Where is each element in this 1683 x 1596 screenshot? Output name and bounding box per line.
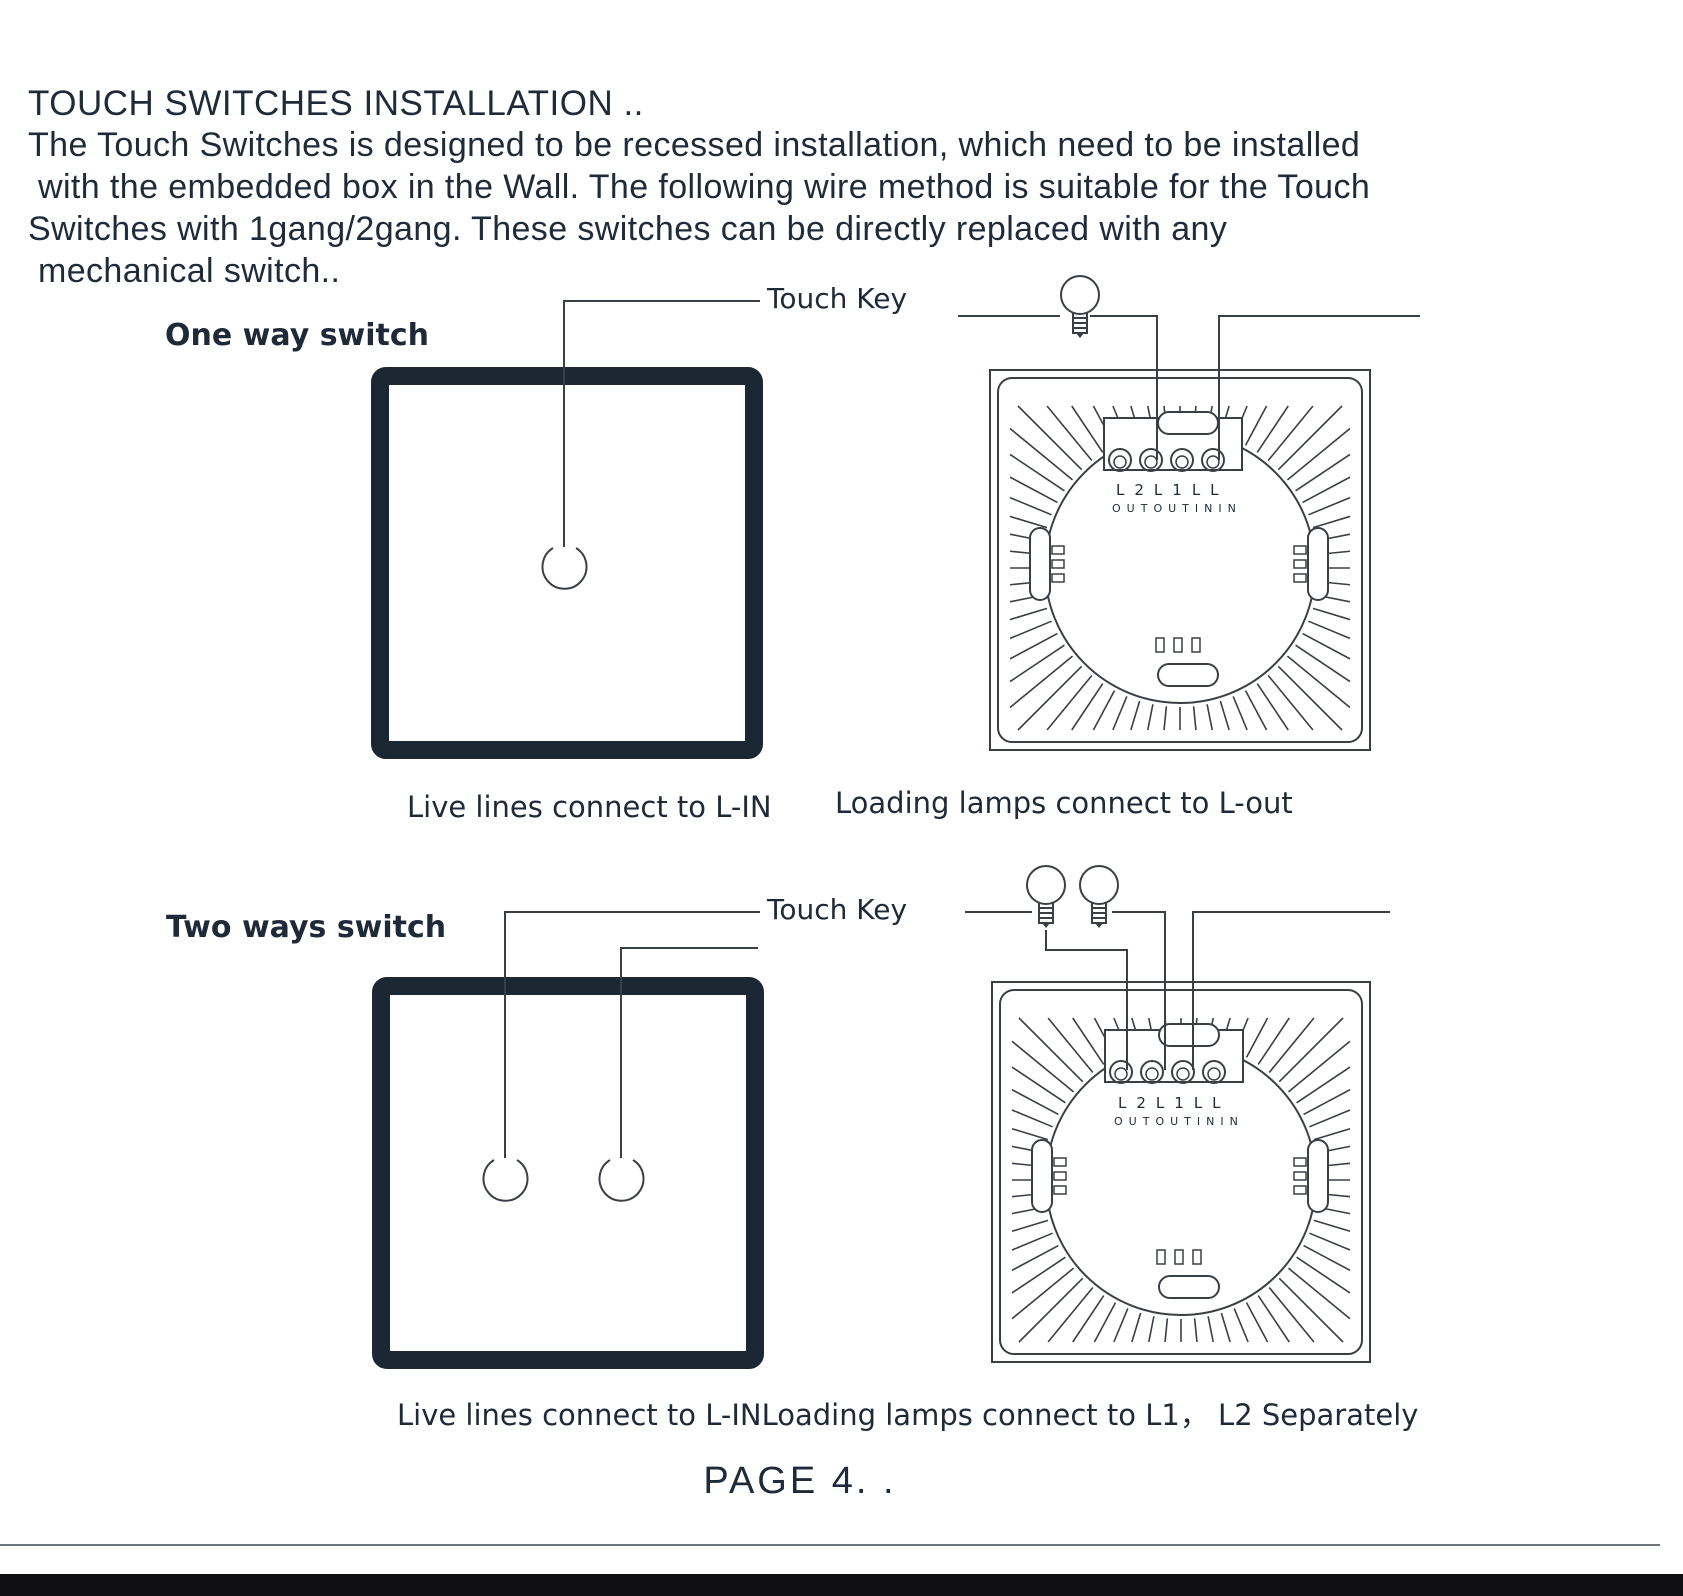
clip-tooth bbox=[1293, 545, 1307, 555]
two-way-terminal-labels: L2L1LL bbox=[1118, 1094, 1231, 1112]
two-way-touch-key-label: Touch Key bbox=[767, 893, 908, 926]
terminal-label: L1 bbox=[1153, 481, 1192, 499]
mount-slot-right bbox=[1307, 527, 1329, 601]
clip-tooth bbox=[1053, 1171, 1067, 1181]
clip-tooth bbox=[1051, 559, 1065, 569]
one-way-caption-left: Live lines connect to L-IN bbox=[407, 790, 772, 824]
terminal-sublabel: IN bbox=[1218, 502, 1242, 515]
terminal-label: L2 bbox=[1116, 481, 1154, 499]
terminal-screw-inner-icon bbox=[1206, 455, 1220, 469]
terminal-screw-icon bbox=[1109, 1060, 1133, 1084]
intro-paragraph: The Touch Switches is designed to be rec… bbox=[28, 124, 1370, 292]
terminal-screw-icon bbox=[1139, 448, 1163, 472]
lamp-icon bbox=[1079, 865, 1119, 928]
terminal-label: L bbox=[1191, 481, 1211, 499]
two-way-title: Two ways switch bbox=[166, 910, 447, 945]
terminal-label: L2 bbox=[1118, 1094, 1156, 1112]
clip-tooth bbox=[1053, 1185, 1067, 1195]
plate-outer-frame bbox=[991, 981, 1371, 1363]
paragraph-line: Switches with 1gang/2gang. These switche… bbox=[28, 210, 1228, 248]
clip-tooth bbox=[1174, 1249, 1184, 1265]
wire bbox=[1112, 911, 1166, 1070]
terminal-sublabel: IN bbox=[1196, 1115, 1221, 1128]
terminal-screw-inner-icon bbox=[1113, 455, 1127, 469]
terminal-screw-inner-icon bbox=[1176, 1067, 1190, 1081]
one-way-terminal-sublabels: OUTOUTININ bbox=[1112, 502, 1242, 515]
plate-inner-frame bbox=[997, 377, 1363, 743]
wire bbox=[1192, 911, 1390, 1070]
clip-tooth bbox=[1173, 637, 1183, 653]
terminal-sublabel: OUT bbox=[1112, 502, 1154, 515]
mount-slot-left bbox=[1029, 527, 1051, 601]
two-way-terminal-sublabels: OUTOUTININ bbox=[1114, 1115, 1244, 1128]
one-way-touch-key-label: Touch Key bbox=[767, 282, 908, 315]
plate-inner-frame bbox=[999, 989, 1363, 1355]
mount-slot-left bbox=[1031, 1139, 1053, 1213]
terminal-screw-inner-icon bbox=[1207, 1067, 1221, 1081]
terminal-screw-icon bbox=[1108, 448, 1132, 472]
clip-tooth bbox=[1293, 1157, 1307, 1167]
clip-tooth bbox=[1191, 637, 1201, 653]
one-way-title: One way switch bbox=[165, 318, 430, 353]
page-bottom-rule bbox=[0, 1544, 1660, 1546]
two-way-caption: Live lines connect to L-INLoading lamps … bbox=[397, 1398, 1419, 1432]
terminal-sublabel: OUT bbox=[1114, 1115, 1156, 1128]
terminal-screw-inner-icon bbox=[1175, 455, 1189, 469]
terminal-label: L bbox=[1193, 1094, 1213, 1112]
plate-center-opening bbox=[1045, 1044, 1317, 1316]
clip-tooth bbox=[1053, 1157, 1067, 1167]
mount-slot-bottom bbox=[1157, 663, 1219, 687]
terminal-sublabel: IN bbox=[1194, 502, 1219, 515]
clip-tooth bbox=[1051, 573, 1065, 583]
one-way-terminal-labels: L2L1LL bbox=[1116, 481, 1229, 499]
wire bbox=[1218, 315, 1420, 460]
paragraph-line: mechanical switch.. bbox=[38, 252, 341, 290]
terminal-screw-icon bbox=[1201, 448, 1225, 472]
clip-tooth bbox=[1155, 637, 1165, 653]
clip-tooth bbox=[1293, 573, 1307, 583]
mount-slot-right bbox=[1307, 1139, 1329, 1213]
mount-slot-bottom bbox=[1158, 1275, 1220, 1299]
clip-tooth bbox=[1156, 1249, 1166, 1265]
terminal-label: L bbox=[1212, 1094, 1231, 1112]
paragraph-line: The Touch Switches is designed to be rec… bbox=[28, 126, 1361, 164]
lamp-icon bbox=[1060, 275, 1100, 338]
paragraph-line: with the embedded box in the Wall. The f… bbox=[38, 168, 1371, 206]
page-number: PAGE 4. . bbox=[703, 1460, 897, 1502]
terminal-screw-icon bbox=[1202, 1060, 1226, 1084]
terminal-sublabel: OUT bbox=[1155, 1115, 1197, 1128]
terminal-screw-icon bbox=[1170, 448, 1194, 472]
clip-tooth bbox=[1192, 1249, 1202, 1265]
lamp-icon bbox=[1026, 865, 1066, 928]
terminal-sublabel: IN bbox=[1220, 1115, 1244, 1128]
terminal-label: L1 bbox=[1155, 1094, 1194, 1112]
terminal-screw-inner-icon bbox=[1114, 1067, 1128, 1081]
one-way-caption-right: Loading lamps connect to L-out bbox=[835, 786, 1293, 820]
plate-outer-frame bbox=[989, 369, 1371, 751]
terminal-sublabel: OUT bbox=[1153, 502, 1195, 515]
terminal-screw-inner-icon bbox=[1145, 1067, 1159, 1081]
clip-tooth bbox=[1293, 1185, 1307, 1195]
scan-edge-band bbox=[0, 1574, 1683, 1596]
terminal-screw-icon bbox=[1171, 1060, 1195, 1084]
wire bbox=[1045, 930, 1128, 1070]
mount-slot-top bbox=[1158, 1023, 1220, 1047]
page-heading: TOUCH SWITCHES INSTALLATION .. bbox=[28, 84, 644, 123]
clip-tooth bbox=[1051, 545, 1065, 555]
wire bbox=[1090, 315, 1158, 460]
terminal-screw-inner-icon bbox=[1144, 455, 1158, 469]
terminal-screw-icon bbox=[1140, 1060, 1164, 1084]
clip-tooth bbox=[1293, 559, 1307, 569]
terminal-label: L bbox=[1210, 481, 1229, 499]
clip-tooth bbox=[1293, 1171, 1307, 1181]
